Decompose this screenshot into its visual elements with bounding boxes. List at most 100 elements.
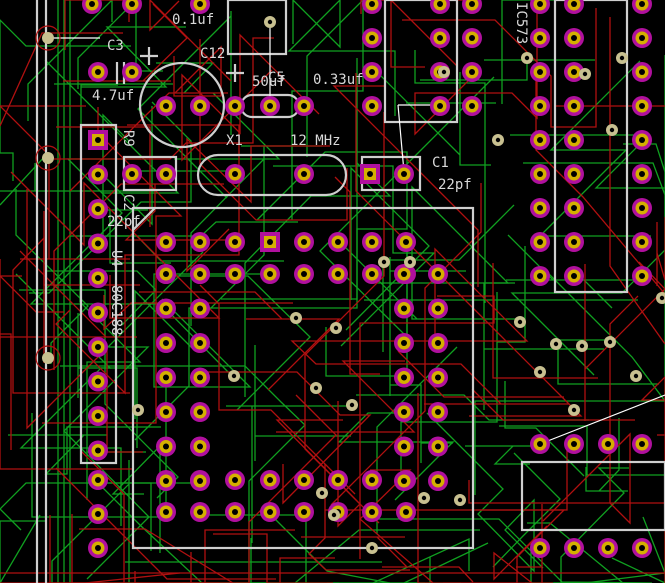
front-trace xyxy=(402,8,597,128)
pad-drill xyxy=(639,441,645,447)
via-drill xyxy=(659,295,665,301)
via-drill xyxy=(349,402,355,408)
front-trace xyxy=(290,247,529,365)
ic573-outline xyxy=(553,0,629,294)
front-trace xyxy=(0,450,125,583)
pad-drill xyxy=(95,69,101,75)
pad-drill xyxy=(197,409,203,415)
pad-drill xyxy=(197,509,203,515)
plcc-socket-notch xyxy=(132,207,156,231)
back-trace xyxy=(426,412,544,573)
c12-reference: C12 xyxy=(200,46,225,62)
pad-drill xyxy=(401,374,407,381)
pad-drill xyxy=(369,1,375,7)
back-trace xyxy=(557,339,659,385)
front-trace xyxy=(360,0,478,14)
back-trace xyxy=(560,467,629,583)
front-trace xyxy=(334,176,380,375)
front-trace xyxy=(55,124,240,395)
front-trace xyxy=(26,189,143,453)
ic-left-outline xyxy=(383,0,459,124)
front-trace xyxy=(79,528,250,583)
front-trace xyxy=(584,261,665,421)
pad-drill xyxy=(639,545,645,551)
front-trace xyxy=(471,388,635,421)
pad-drill xyxy=(89,1,95,7)
pad-drill xyxy=(537,441,543,447)
via-drill xyxy=(457,497,463,503)
back-trace xyxy=(44,59,180,241)
front-trace xyxy=(53,183,224,370)
back-trace xyxy=(226,405,352,543)
back-trace xyxy=(0,514,47,583)
pad-drill xyxy=(163,239,169,245)
mounting-hole xyxy=(35,145,61,171)
pad-drill xyxy=(537,69,543,75)
x1-reference: X1 xyxy=(226,133,243,149)
pad-drill xyxy=(301,239,307,245)
pad-drill xyxy=(232,509,238,515)
pad-drill xyxy=(95,309,101,316)
pad-drill xyxy=(163,103,169,109)
pad-drill xyxy=(163,171,169,177)
via-drill xyxy=(517,319,523,325)
u4-header-outline xyxy=(79,123,118,465)
via-drill xyxy=(421,495,427,501)
pad-drill xyxy=(401,409,407,415)
pad-drill xyxy=(469,35,475,41)
front-trace xyxy=(37,394,337,583)
pad-drill xyxy=(232,103,238,109)
pad-drill xyxy=(369,239,375,245)
front-trace xyxy=(149,0,232,82)
pad-drill xyxy=(369,477,375,483)
u4-value: 80C188 xyxy=(108,285,124,336)
pad-drill xyxy=(639,35,645,41)
mounting-hole-pad xyxy=(42,152,54,164)
back-trace xyxy=(403,542,489,583)
pad-drill xyxy=(469,69,475,75)
back-trace xyxy=(107,221,298,237)
pad-drill xyxy=(95,447,101,454)
via-drill xyxy=(582,71,588,77)
pad-drill xyxy=(401,171,407,177)
front-trace xyxy=(0,275,64,313)
pad-drill xyxy=(369,271,375,277)
via-drill xyxy=(135,407,141,413)
via-drill xyxy=(553,341,559,347)
pad-drill xyxy=(95,137,101,143)
front-trace xyxy=(308,464,410,571)
pad-drill xyxy=(437,103,443,109)
pad-drill xyxy=(232,171,238,177)
front-trace xyxy=(10,171,221,319)
pad-drill xyxy=(95,275,101,281)
pad-drill xyxy=(403,509,409,515)
front-trace xyxy=(656,217,665,286)
back-trace xyxy=(338,185,520,320)
pad-drill xyxy=(537,103,543,109)
via-drill xyxy=(609,127,615,133)
back-trace xyxy=(400,246,526,490)
via-drill xyxy=(293,315,299,321)
pad-drill xyxy=(129,1,135,7)
via-drill xyxy=(333,325,339,331)
front-trace xyxy=(49,515,181,583)
back-trace xyxy=(465,445,546,465)
pad-drill xyxy=(95,545,101,551)
back-trace xyxy=(168,538,252,583)
back-trace xyxy=(174,92,281,326)
back-trace xyxy=(182,529,480,583)
pad-drill xyxy=(537,239,543,245)
front-trace xyxy=(468,480,665,583)
pad-drill xyxy=(197,103,203,109)
back-trace xyxy=(134,58,358,441)
c2-reference: C2 xyxy=(120,194,136,211)
pad-drill xyxy=(435,478,441,484)
pad-drill xyxy=(369,35,375,41)
pad-drill xyxy=(95,240,101,247)
r9-reference: R9 xyxy=(120,130,136,147)
back-trace xyxy=(287,0,396,116)
front-trace xyxy=(397,350,564,398)
front-trace xyxy=(63,3,188,82)
c3-value: 4.7uf xyxy=(92,88,134,104)
